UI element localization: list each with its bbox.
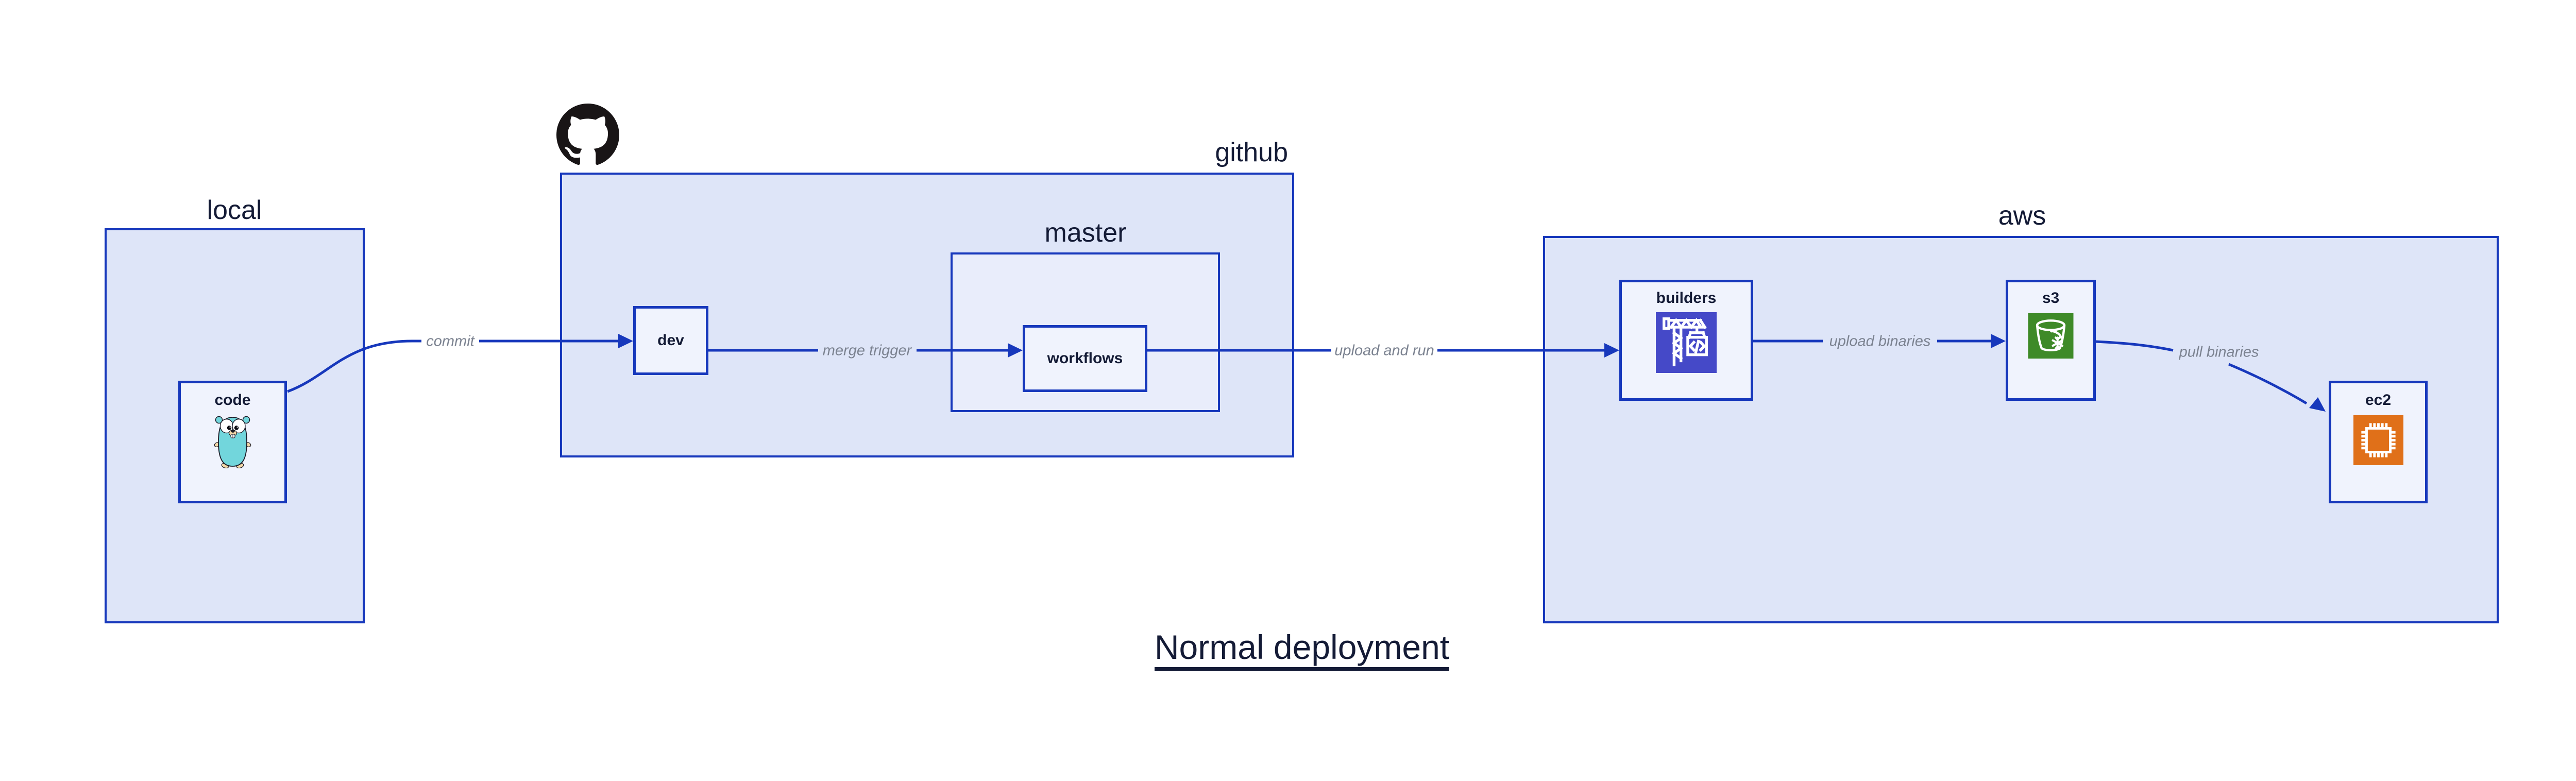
node-ec2: ec2 (2329, 381, 2428, 503)
node-workflows: workflows (1023, 325, 1147, 392)
node-dev: dev (633, 306, 708, 375)
node-s3: s3 (2006, 280, 2096, 401)
edge-commit-label: commit (426, 333, 474, 350)
go-gopher-icon (214, 416, 251, 468)
edge-upload-and-run-label: upload and run (1334, 342, 1434, 359)
codebuild-crane-icon (1656, 312, 1717, 373)
node-code-label: code (214, 392, 251, 409)
node-workflows-label: workflows (1047, 350, 1123, 367)
s3-bucket-icon (2028, 313, 2074, 359)
node-ec2-label: ec2 (2365, 392, 2392, 409)
octocat-icon (556, 104, 619, 165)
edge-merge-trigger-label: merge trigger (822, 342, 912, 359)
node-s3-label: s3 (2042, 290, 2060, 307)
group-local-label: local (207, 195, 262, 225)
edge-upload-binaries-label: upload binaries (1829, 333, 1931, 350)
node-builders: builders (1619, 280, 1753, 401)
diagram-title: Normal deployment (1154, 629, 1450, 671)
diagram-title-wrap: Normal deployment (0, 629, 2576, 671)
edge-pull-binaries-label: pull binaries (2179, 344, 2259, 361)
node-dev-label: dev (657, 332, 684, 349)
group-github-label: github (1215, 138, 1288, 167)
ec2-chip-icon (2353, 415, 2403, 465)
node-builders-label: builders (1656, 290, 1717, 307)
node-code: code (178, 381, 287, 503)
group-aws-label: aws (1998, 201, 2046, 231)
group-master-label: master (1044, 218, 1127, 248)
